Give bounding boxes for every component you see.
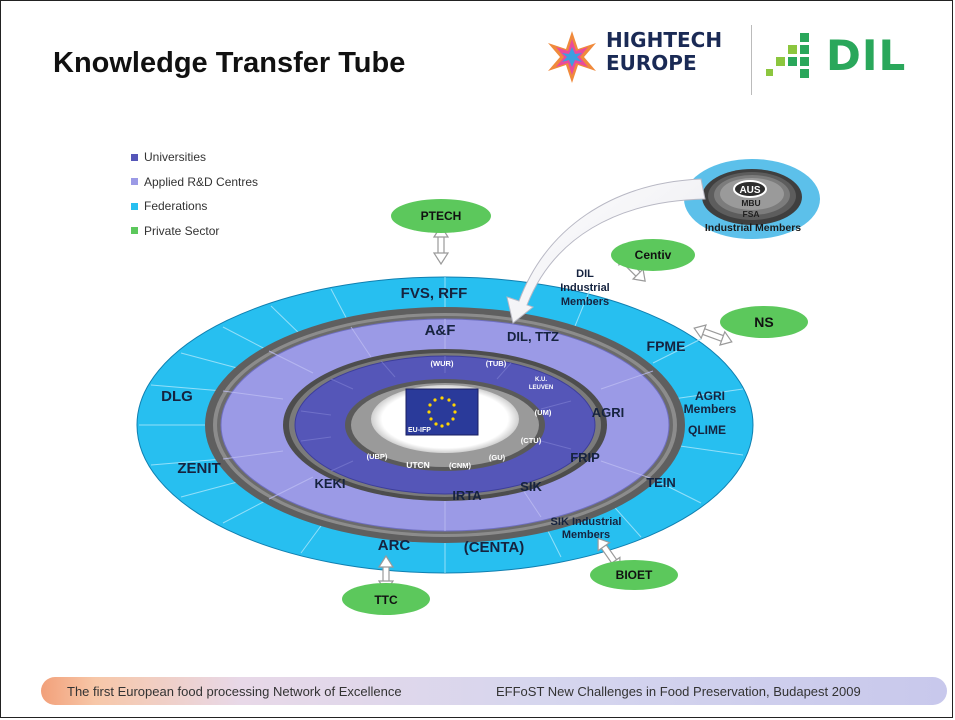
center-label: EU-IFP [408, 427, 431, 434]
transfer-arrow [506, 178, 706, 324]
industrial-members-cluster [684, 159, 820, 239]
private-bubble-ns [720, 306, 808, 338]
uni-label-ctu: (CTU) [521, 436, 542, 445]
fed-label-fpme: FPME [647, 338, 686, 354]
private-bubble-ptech [391, 199, 491, 233]
fed-label-arc: ARC [378, 537, 411, 554]
rd-label-keki: KEKI [314, 476, 345, 491]
private-label-ns: NS [754, 314, 773, 330]
legend-swatch [131, 202, 138, 210]
fed-label-dlg: DLG [161, 388, 193, 405]
svg-text:Members: Members [562, 529, 610, 541]
industrial-member-fsa: FSA [743, 209, 760, 219]
footer-right-text: EFFoST New Challenges in Food Preservati… [496, 684, 861, 699]
uni-label-tub: (TUB) [486, 359, 507, 368]
svg-text:K.U.: K.U. [535, 377, 547, 383]
legend-item-universities: Universities [131, 145, 258, 170]
private-bubble-bioet [590, 560, 678, 590]
legend-item-private-sector: Private Sector [131, 219, 258, 244]
svg-text:DIL: DIL [576, 268, 594, 280]
svg-text:SIK Industrial: SIK Industrial [551, 516, 622, 528]
eu-flag-icon [405, 388, 479, 436]
uni-label-cnm: (CNM) [449, 461, 472, 470]
hightech-star-icon [548, 31, 596, 83]
private-bubble-centiv [611, 239, 695, 271]
private-label-bioet: BIOET [616, 568, 653, 582]
hightech-line1: HIGHTECH [606, 28, 723, 52]
fed-label-fvs-rff: FVS, RFF [401, 285, 468, 302]
uni-label-ubp: (UBP) [367, 452, 388, 461]
logo-divider [751, 25, 752, 95]
uni-label-ku-leuven: K.U. LEUVEN [529, 377, 553, 391]
fed-label-centa: (CENTA) [464, 539, 525, 556]
private-bubble-ttc [342, 583, 430, 615]
private-label-ptech: PTECH [421, 209, 462, 223]
rd-label-irta: IRTA [452, 488, 482, 503]
uni-label-wur: (WUR) [431, 359, 454, 368]
hightech-line2: EUROPE [606, 51, 697, 75]
legend-swatch [131, 227, 138, 235]
svg-text:Industrial: Industrial [560, 282, 610, 294]
fed-label-dil-industrial: DIL Industrial Members [560, 268, 610, 308]
dil-wordmark: DIL [826, 31, 907, 80]
industrial-member-mbu: MBU [741, 198, 760, 208]
svg-text:AGRI: AGRI [695, 389, 725, 403]
legend-swatch [131, 153, 138, 161]
uni-label-gu: (GU) [489, 453, 506, 462]
fed-label-agri-members: AGRI Members [684, 389, 737, 416]
legend-item-applied-rd: Applied R&D Centres [131, 170, 258, 195]
rd-label-sik: SIK [520, 479, 542, 494]
legend-item-federations: Federations [131, 194, 258, 219]
dil-dots-icon [766, 33, 809, 78]
rd-label-dil-ttz: DIL, TTZ [507, 329, 559, 344]
svg-text:LEUVEN: LEUVEN [529, 385, 553, 391]
knowledge-transfer-diagram: EU-IFP AUS MBU FSA Industrial Members [136, 159, 820, 615]
legend-swatch [131, 178, 138, 186]
private-label-centiv: Centiv [635, 248, 672, 262]
legend: Universities Applied R&D Centres Federat… [131, 145, 258, 243]
uni-label-utcn: UTCN [406, 460, 430, 470]
dil-logo: DIL [764, 29, 944, 89]
fed-label-qlime: QLIME [688, 423, 726, 437]
industrial-members-label: Industrial Members [705, 222, 801, 234]
svg-text:Members: Members [684, 402, 737, 416]
industrial-member-aus: AUS [739, 185, 760, 196]
svg-text:Members: Members [561, 296, 609, 308]
private-label-ttc: TTC [374, 593, 398, 607]
fed-label-zenit: ZENIT [177, 460, 220, 477]
fed-label-sik-industrial: SIK Industrial Members [551, 516, 622, 541]
rd-label-agri: AGRI [592, 405, 625, 420]
footer-bar: The first European food processing Netwo… [41, 677, 947, 705]
rd-label-frip: FRIP [570, 450, 600, 465]
rd-label-af: A&F [425, 322, 456, 339]
slide-title: Knowledge Transfer Tube [53, 47, 406, 79]
hightech-europe-logo: HIGHTECH EUROPE [544, 25, 744, 95]
fed-label-tein: TEIN [646, 475, 676, 490]
uni-label-um: (UM) [535, 408, 552, 417]
footer-left-text: The first European food processing Netwo… [67, 684, 402, 699]
